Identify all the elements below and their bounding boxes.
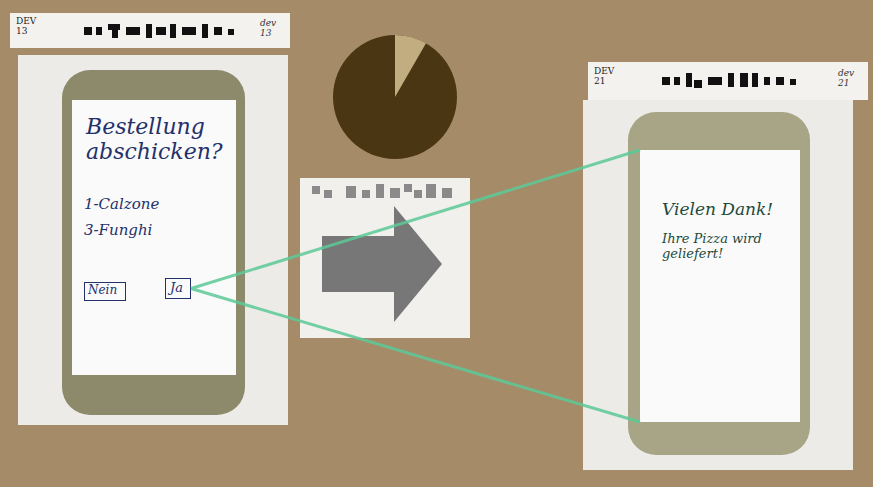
phone-screen: Bestellung abschicken? 1-Calzone 3-FunghiN… — [72, 100, 236, 375]
fiducial-marker — [662, 73, 796, 88]
ui-button: Ja — [165, 278, 191, 299]
handwritten-text: DEV 21 — [594, 66, 616, 87]
phone-body — [628, 112, 810, 455]
handwritten-text: 1-Calzone — [84, 196, 224, 213]
handwritten-text: dev 13 — [260, 18, 284, 39]
handwritten-text: Ihre Pizza wird geliefert! — [662, 232, 772, 262]
pie-wedge — [395, 35, 426, 97]
handwritten-text: Nein — [88, 284, 124, 298]
handwritten-text: 3-Funghi — [84, 222, 224, 239]
paper-card — [583, 100, 853, 470]
phone-screen: Vielen Dank! Ihre Pizza wird geliefert! — [640, 150, 800, 422]
ui-button: Nein — [84, 282, 126, 301]
navigation-arrow — [322, 206, 442, 322]
handwritten-text: dev 21 — [838, 68, 862, 89]
phone-body — [62, 70, 245, 415]
projected-link — [191, 150, 640, 422]
paper-card — [300, 178, 470, 338]
fiducial-marker — [84, 24, 234, 38]
marker-strip: DEV 21 dev 21 — [588, 62, 868, 100]
marker-strip: DEV 13 dev 13 — [10, 13, 290, 48]
handwritten-text: Vielen Dank! — [662, 200, 792, 220]
handwritten-text: DEV 13 — [16, 16, 38, 37]
paper-card — [18, 55, 288, 425]
handwritten-text: Bestellung abschicken? — [86, 114, 226, 165]
handwritten-text: Ja — [170, 281, 190, 296]
progress-pie — [333, 35, 457, 159]
fiducial-marker — [312, 184, 452, 198]
